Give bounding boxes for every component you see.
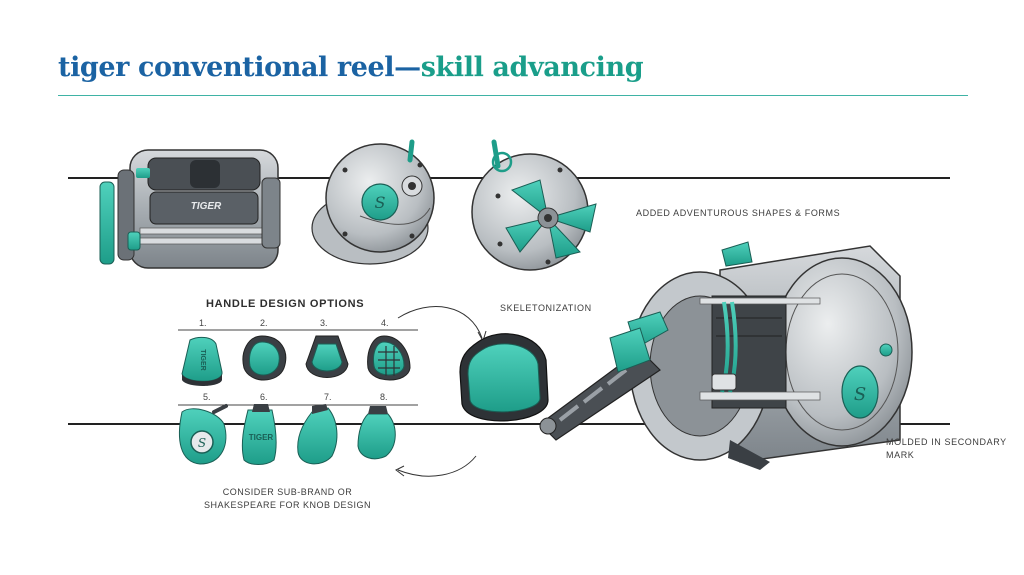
- option-number-2: 2.: [260, 318, 268, 328]
- reel-side-view-handle: [471, 139, 597, 271]
- option-number-1: 1.: [199, 318, 207, 328]
- handle-option-7: [297, 404, 338, 465]
- handle-option-8: [357, 406, 396, 460]
- reel-brand-text: TIGER: [191, 201, 222, 212]
- caption-line-1: CONSIDER SUB-BRAND OR: [222, 487, 353, 497]
- knob-design-caption: CONSIDER SUB-BRAND OR SHAKESPEARE FOR KN…: [200, 486, 375, 512]
- page-title: tiger conventional reel—skill advancing: [58, 52, 644, 83]
- reel-side-view-right: S: [311, 139, 435, 265]
- handle-option-1: TIGER: [181, 336, 223, 386]
- handle-option-6: TIGER: [241, 404, 277, 465]
- label-molded-line-1: MOLDED IN SECONDARY: [886, 437, 1007, 447]
- option-number-4: 4.: [381, 318, 389, 328]
- label-molded-line-2: MARK: [886, 450, 915, 460]
- arrow-to-skeleton: [397, 306, 483, 339]
- title-underline: [58, 95, 968, 96]
- arrow-back-to-options: [397, 455, 477, 477]
- option-number-7: 7.: [324, 392, 332, 402]
- option-number-8: 8.: [380, 392, 388, 402]
- reel-front-view: TIGER: [99, 149, 281, 269]
- option-number-6: 6.: [260, 392, 268, 402]
- handle-option-2: [242, 335, 287, 381]
- caption-line-2: SHAKESPEARE FOR KNOB DESIGN: [203, 500, 372, 510]
- title-part-1: tiger conventional reel—: [58, 52, 421, 83]
- handle-option-4: [367, 335, 411, 381]
- label-skeletonization: SKELETONIZATION: [500, 303, 592, 313]
- label-shapes-forms: ADDED ADVENTUROUS SHAPES & FORMS: [636, 208, 841, 218]
- handle-option-5: S: [179, 404, 228, 465]
- title-part-2: skill advancing: [420, 52, 644, 83]
- option-number-5: 5.: [203, 392, 211, 402]
- handle-options-heading: HANDLE DESIGN OPTIONS: [206, 298, 365, 310]
- reel-perspective-view: S: [459, 241, 913, 470]
- knob-6-text: TIGER: [249, 433, 274, 442]
- handle-option-3: [305, 335, 349, 378]
- knob-1-text: TIGER: [199, 349, 206, 370]
- svg-text:S: S: [375, 193, 386, 212]
- option-number-3: 3.: [320, 318, 328, 328]
- svg-text:S: S: [854, 384, 866, 405]
- svg-text:S: S: [198, 436, 206, 450]
